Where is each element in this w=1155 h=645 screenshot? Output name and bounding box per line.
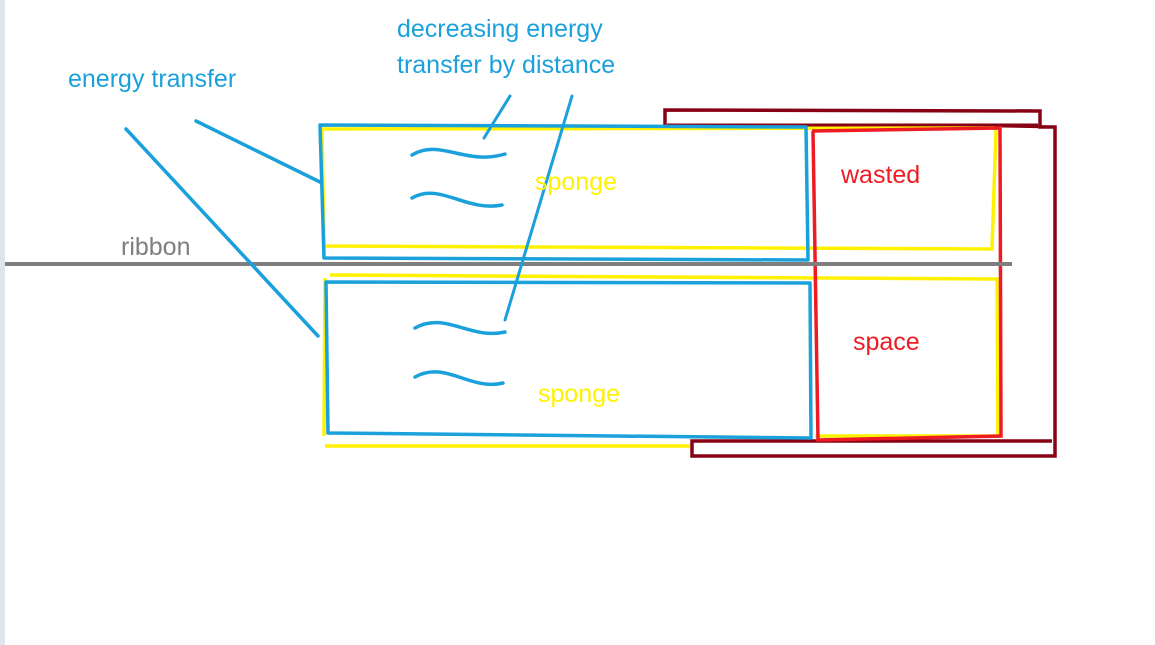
- decreasing-energy-label-line2: transfer by distance: [397, 51, 615, 79]
- energy-transfer-pointer-top: [194, 119, 322, 184]
- wave-squiggle: [413, 320, 507, 336]
- sponge-top-label: sponge: [535, 168, 617, 196]
- space-label: space: [853, 328, 920, 356]
- sponge-top-box: [318, 123, 810, 262]
- decreasing-energy-label-line1: decreasing energy: [397, 15, 603, 43]
- wave-squiggle: [410, 147, 507, 159]
- ribbon-label: ribbon: [121, 233, 191, 261]
- sponge-bottom-label: sponge: [538, 380, 620, 408]
- wave-squiggle: [410, 191, 504, 208]
- energy-transfer-pointer-bottom: [124, 127, 320, 338]
- decreasing-pointer-top: [482, 94, 512, 140]
- energy-transfer-label: energy transfer: [68, 65, 236, 93]
- wave-squiggle: [413, 370, 505, 387]
- window-left-edge: [0, 0, 5, 645]
- space-box: [811, 126, 1003, 442]
- sponge-bottom-box: [324, 280, 813, 440]
- outer-frame: [663, 108, 1057, 458]
- sponge-bottom-yellow-outline: [322, 273, 1000, 448]
- decreasing-pointer-bottom: [503, 94, 574, 322]
- wasted-label: wasted: [840, 161, 920, 189]
